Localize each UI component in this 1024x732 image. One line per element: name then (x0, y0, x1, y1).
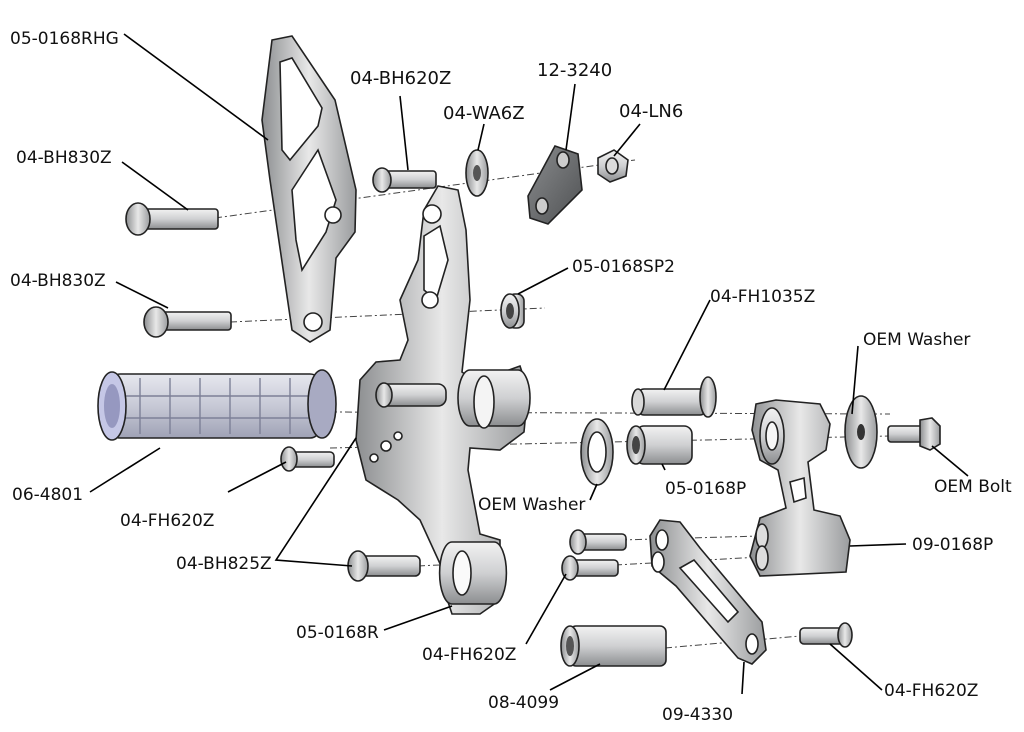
bolt-fh620z-middle-lower (561, 555, 619, 581)
oem-washer-left (580, 418, 614, 486)
label-05-0168RHG: 05-0168RHG (10, 29, 119, 49)
bolt-fh1035z (631, 376, 717, 418)
label-04-BH830Z-lower: 04-BH830Z (10, 271, 106, 291)
label-04-BH825Z: 04-BH825Z (176, 554, 272, 574)
label-04-FH620Z-middle: 04-FH620Z (422, 645, 516, 665)
label-oem-bolt: OEM Bolt (934, 477, 1012, 497)
washer-wa6z (465, 149, 489, 197)
label-04-BH830Z-upper: 04-BH830Z (16, 148, 112, 168)
label-04-FH620Z-right: 04-FH620Z (884, 681, 978, 701)
label-04-BH620Z: 04-BH620Z (350, 68, 451, 89)
label-05-0168SP2: 05-0168SP2 (572, 257, 675, 277)
label-oem-washer-right: OEM Washer (863, 330, 970, 350)
bolt-fh620z-middle-upper (569, 529, 627, 555)
leader-lines (89, 33, 969, 695)
link-arm-part (649, 519, 767, 665)
spacer-0168sp2 (500, 293, 525, 329)
label-05-0168R: 05-0168R (296, 623, 379, 643)
nut-ln6 (597, 149, 629, 183)
label-06-4801: 06-4801 (12, 485, 83, 505)
bolt-bh830z-upper (125, 202, 219, 236)
label-09-0168P: 09-0168P (912, 535, 993, 555)
label-oem-washer-left: OEM Washer (478, 495, 585, 515)
label-04-WA6Z: 04-WA6Z (443, 103, 525, 124)
main-bracket-part (355, 185, 531, 615)
label-08-4099: 08-4099 (488, 693, 559, 713)
label-04-FH1035Z: 04-FH1035Z (710, 287, 815, 307)
label-04-FH620Z-left: 04-FH620Z (120, 511, 214, 531)
label-04-LN6: 04-LN6 (619, 101, 683, 122)
oem-bolt (887, 417, 941, 451)
bolt-bh830z-lower (143, 306, 232, 338)
plate-12-3240 (527, 145, 583, 225)
bolt-bh825z (347, 550, 421, 582)
tube-08-4099 (560, 625, 667, 667)
heel-guard-part (261, 35, 357, 343)
label-09-4330: 09-4330 (662, 705, 733, 725)
spacer-0168p (626, 425, 693, 465)
oem-washer-right (844, 395, 878, 469)
label-05-0168P: 05-0168P (665, 479, 746, 499)
bolt-bh620z (372, 167, 437, 193)
footpeg-grip-part (97, 369, 337, 441)
part-labels: 05-0168RHG 04-BH620Z 12-3240 04-WA6Z 04-… (10, 29, 1012, 725)
pivot-bracket-part (749, 399, 851, 577)
bolt-fh620z-left (280, 446, 335, 472)
label-12-3240: 12-3240 (537, 60, 612, 81)
bolt-fh620z-right (799, 622, 853, 648)
